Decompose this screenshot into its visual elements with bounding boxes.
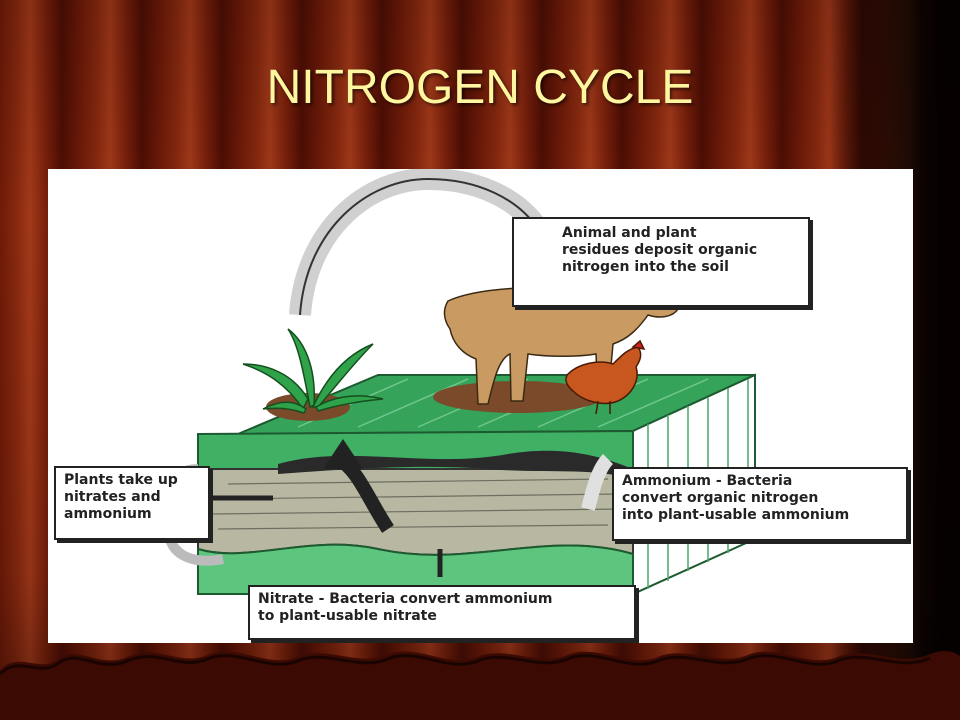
soil-dark-band <box>278 450 633 479</box>
chicken <box>565 339 646 415</box>
curtain-valance <box>0 650 960 720</box>
soil-lower-layer <box>197 543 634 595</box>
label-plants-uptake: Plants take up nitrates and ammonium <box>54 466 210 540</box>
diagram-panel <box>48 169 913 643</box>
soil-grey-stripes <box>212 478 624 530</box>
slide-title: NITROGEN CYCLE <box>266 61 694 114</box>
plant-soil-patch <box>266 393 350 421</box>
label-animal-residues: Animal and plant residues deposit organi… <box>512 217 810 307</box>
return-arrow <box>581 454 614 511</box>
ammonium-arrow-head <box>323 439 363 469</box>
label-ammonium: Ammonium - Bacteria convert organic nitr… <box>612 467 908 541</box>
label-connectors <box>211 495 443 577</box>
label-nitrate: Nitrate - Bacteria convert ammonium to p… <box>248 585 636 640</box>
plant <box>242 328 384 414</box>
